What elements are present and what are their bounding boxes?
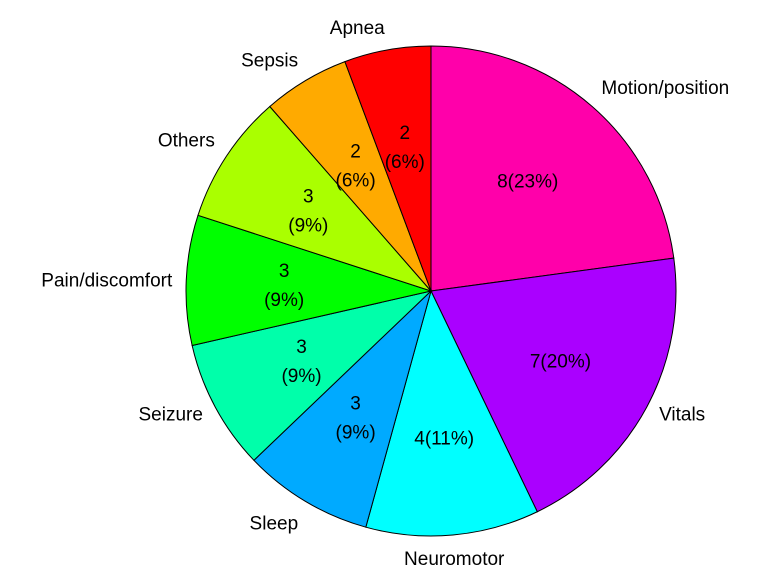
value-label-neuromotor: 4(11%) — [414, 428, 474, 449]
slice-pain-discomfort — [185, 214, 433, 347]
value-label-seizure: 3(9%) — [281, 337, 321, 387]
category-label-sepsis: Sepsis — [241, 51, 298, 72]
value-label-apnea: 2(6%) — [385, 123, 425, 173]
category-label-sleep: Sleep — [250, 513, 299, 534]
slice-seizure — [191, 290, 433, 462]
slice-vitals — [430, 257, 677, 513]
pie-value-labels: 8(23%)7(20%)4(11%)3(9%)3(9%)3(9%)3(9%)2(… — [264, 123, 591, 450]
slice-motion-position — [430, 45, 675, 292]
category-label-seizure: Seizure — [139, 405, 203, 426]
value-label-vitals: 7(20%) — [530, 352, 591, 373]
slice-others — [197, 105, 433, 293]
category-label-motion-position: Motion/position — [601, 78, 729, 99]
slice-neuromotor — [365, 289, 538, 537]
slice-sleep — [253, 289, 432, 528]
category-label-vitals: Vitals — [659, 405, 705, 426]
category-label-apnea: Apnea — [330, 18, 385, 39]
category-label-neuromotor: Neuromotor — [404, 549, 505, 570]
pie-slices — [185, 45, 677, 537]
category-label-others: Others — [158, 130, 215, 151]
value-label-sepsis: 2(6%) — [336, 141, 376, 191]
value-label-pain-discomfort: 3(9%) — [264, 261, 304, 311]
slice-apnea — [344, 45, 432, 292]
value-label-others: 3(9%) — [288, 187, 328, 237]
value-label-sleep: 3(9%) — [336, 394, 376, 444]
value-label-motion-position: 8(23%) — [497, 171, 558, 192]
category-label-pain-discomfort: Pain/discomfort — [41, 270, 173, 291]
